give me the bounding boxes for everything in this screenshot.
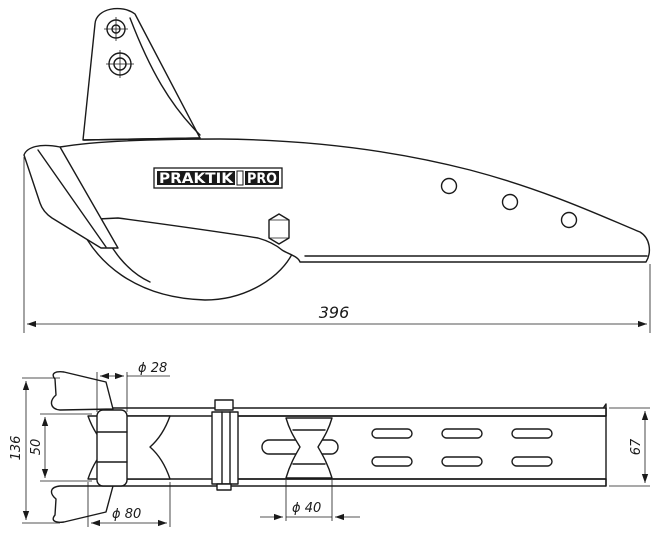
roller-40-label: ϕ 40 [292,501,321,516]
rear-roller [285,417,333,479]
body-hole-2 [501,193,519,211]
lug-hole-upper [104,17,128,41]
length-label: 396 [319,303,350,322]
hex-nut [268,213,290,245]
slot-row-upper [371,428,553,439]
width-67-label: 67 [629,438,644,455]
width-dimension-136: 136 [9,377,60,524]
length-dimension: 396 [23,157,651,333]
axle-dimension-28: ϕ 28 [96,361,170,412]
axle-bracket [211,411,239,485]
side-view: PRAKTIK PRO 396 [23,7,651,333]
axle-28-label: ϕ 28 [138,361,167,376]
bolt-end [216,483,232,491]
front-roller-outline [77,221,295,301]
lower-nose-plate [50,485,114,523]
width-136-label: 136 [9,436,24,461]
main-body [59,138,651,263]
front-roller [87,409,171,487]
gap-50-label: 50 [29,439,44,456]
gap-dimension-50: 50 [29,413,92,482]
logo-text-praktik: PRAKTIK [159,171,234,187]
roller-80-label: ϕ 80 [112,507,141,522]
body-hole-3 [560,211,578,229]
roller-dimension-40: ϕ 40 [260,480,360,521]
top-view: 136 50 67 ϕ 28 ϕ 80 [9,361,650,527]
mounting-lug [82,7,201,141]
upper-side-plate [109,407,607,417]
lug-hole-lower [106,50,134,78]
roller-dimension-80: ϕ 80 [87,482,171,527]
lower-side-plate [109,478,607,487]
width-dimension-67: 67 [609,407,650,487]
upper-nose-plate [50,371,114,411]
praktik-pro-logo: PRAKTIK PRO [153,167,283,189]
bolt-head [214,399,234,411]
body-hole-1 [440,177,458,195]
logo-text-pro: PRO [247,171,277,187]
slot-row-lower [371,456,553,467]
